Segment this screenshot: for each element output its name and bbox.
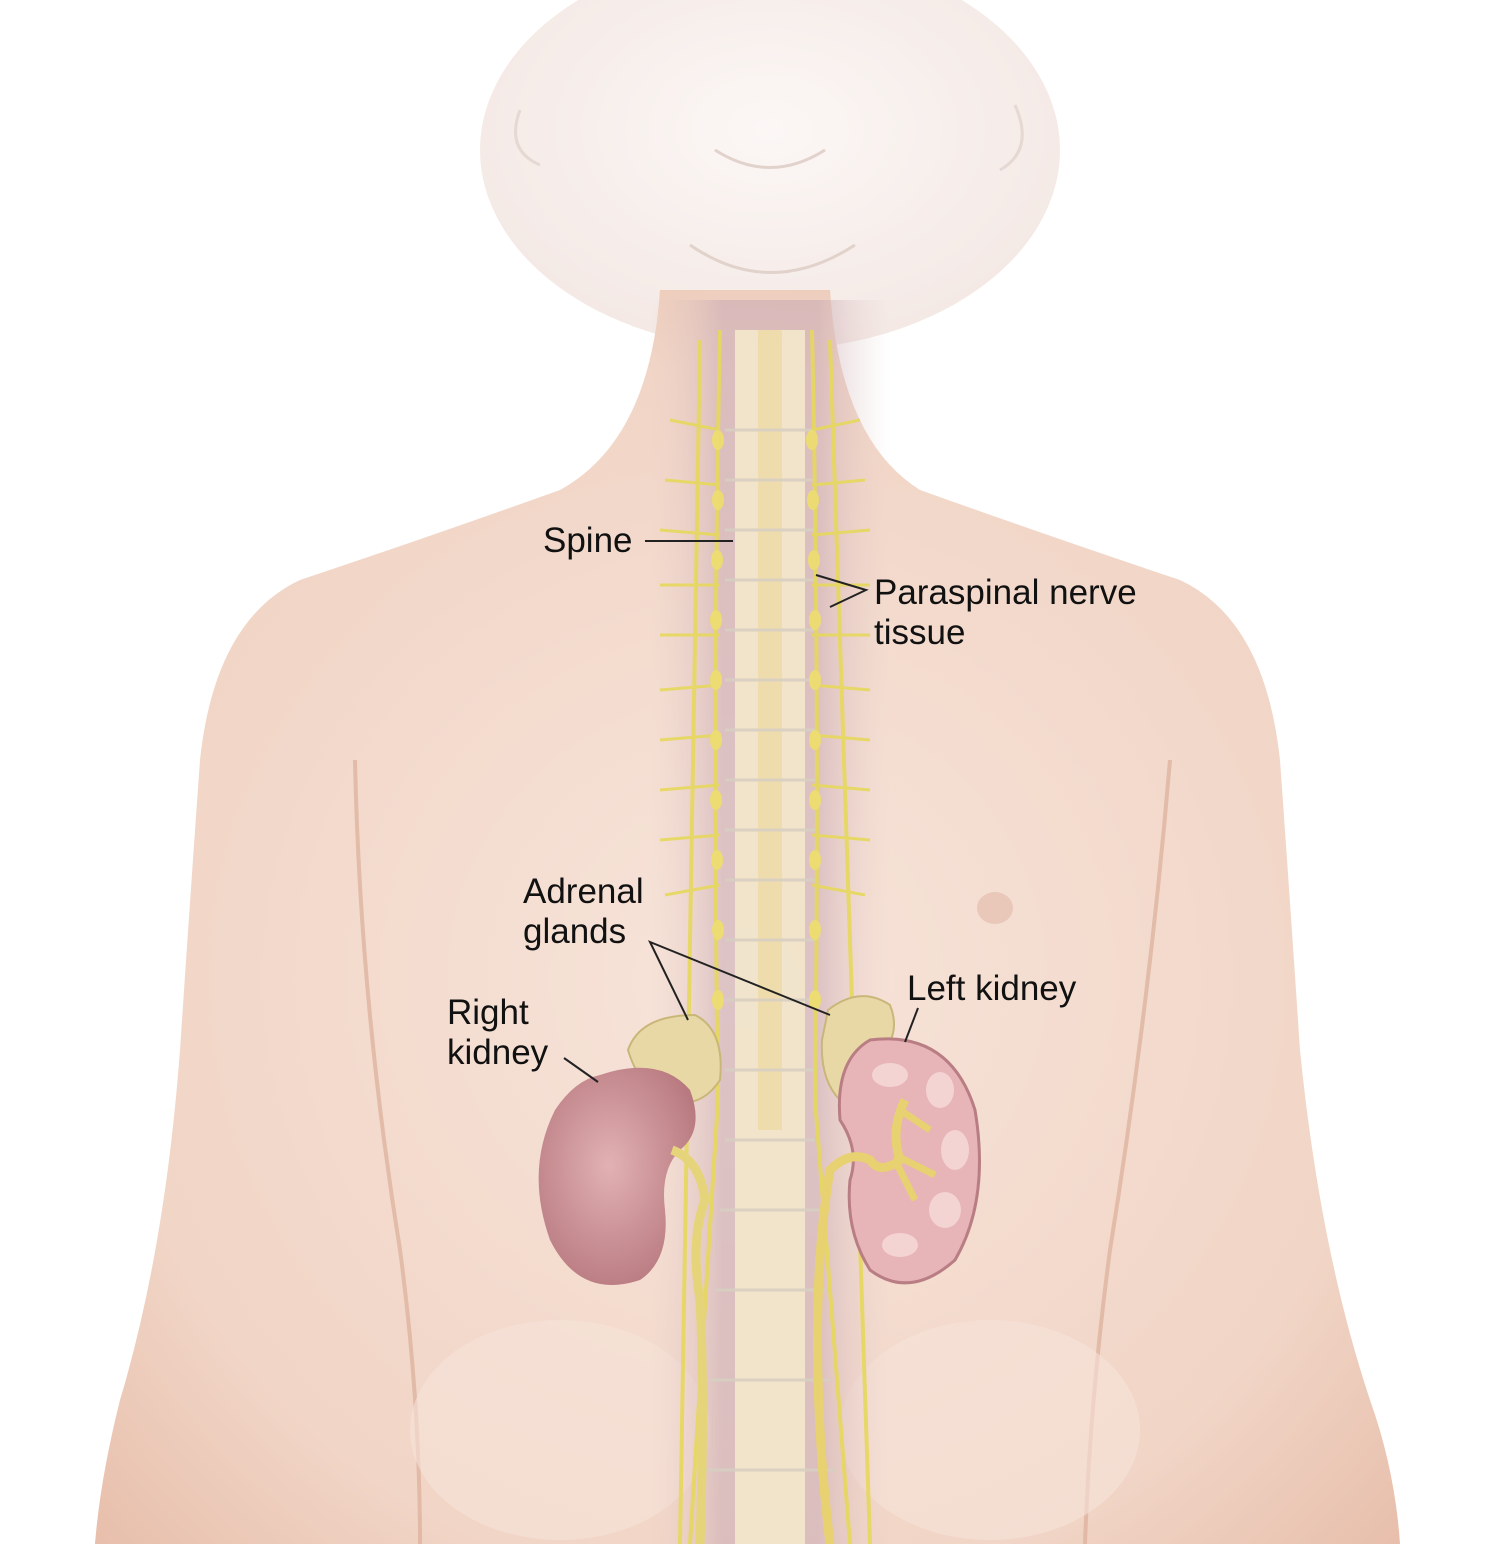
head bbox=[480, 0, 1060, 350]
spinal-column bbox=[705, 330, 835, 1544]
right-kidney bbox=[538, 1067, 710, 1544]
paraspinal-label-line1: Paraspinal nerve bbox=[874, 573, 1137, 612]
left-kidney-label: Left kidney bbox=[907, 969, 1076, 1009]
right-kidney-label-line1: Right bbox=[447, 993, 529, 1032]
right-kidney-label-line2: kidney bbox=[447, 1033, 549, 1072]
adrenal-label-line2: glands bbox=[523, 912, 627, 951]
left-kidney-leader bbox=[904, 1007, 919, 1043]
right-kidney-label: Right kidney bbox=[447, 993, 548, 1073]
paraspinal-label-line2: tissue bbox=[874, 613, 966, 652]
right-kidney-leader bbox=[563, 1057, 599, 1083]
adrenal-leader bbox=[647, 940, 831, 1021]
left-kidney-label-text: Left kidney bbox=[907, 969, 1077, 1008]
leader-lines bbox=[563, 540, 919, 1083]
spine-label-text: Spine bbox=[543, 521, 633, 560]
spine-label: Spine bbox=[543, 521, 633, 561]
adrenal-glands-label: Adrenal glands bbox=[523, 872, 644, 952]
paraspinal-leader bbox=[815, 574, 869, 608]
paraspinal-nerve-tissue-label: Paraspinal nerve tissue bbox=[874, 573, 1137, 653]
adrenal-label-line1: Adrenal bbox=[523, 872, 644, 911]
left-kidney bbox=[813, 1037, 981, 1544]
